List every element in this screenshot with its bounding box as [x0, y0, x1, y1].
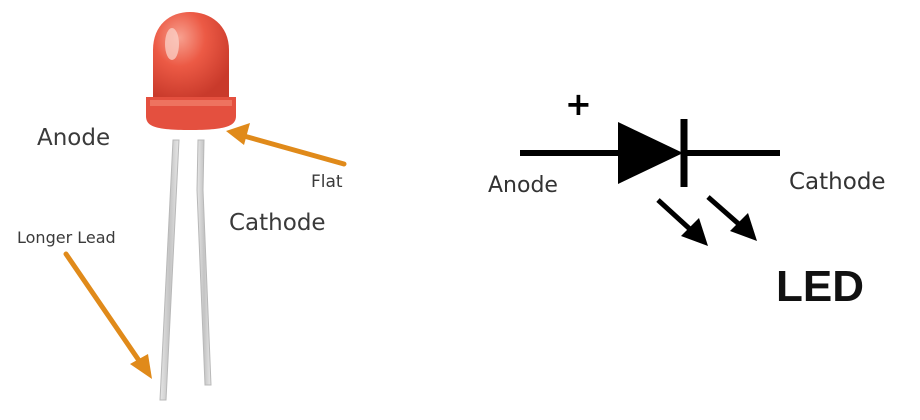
photo-cathode-label: Cathode: [229, 210, 326, 236]
led-symbol: [520, 119, 780, 246]
anode-lead: [159, 139, 180, 401]
cathode-lead: [196, 139, 212, 386]
light-emission-arrows: [656, 195, 757, 246]
led-title: LED: [776, 262, 864, 311]
diode-triangle: [618, 122, 683, 184]
symbol-cathode-label: Cathode: [789, 169, 886, 195]
plus-sign: +: [565, 85, 592, 123]
led-dome: [153, 12, 229, 97]
photo-arrows: [63, 123, 347, 379]
photo-flat-label: Flat: [311, 172, 343, 192]
symbol-anode-label: Anode: [488, 173, 558, 198]
photo-anode-label: Anode: [37, 125, 111, 151]
emission-arrow-2: [706, 195, 757, 241]
longer-lead-arrow: [63, 251, 152, 379]
led-photo: [146, 12, 236, 401]
flat-arrow: [226, 123, 347, 167]
longer-lead-label: Longer Lead: [17, 228, 116, 247]
emission-arrow-1: [656, 198, 708, 246]
